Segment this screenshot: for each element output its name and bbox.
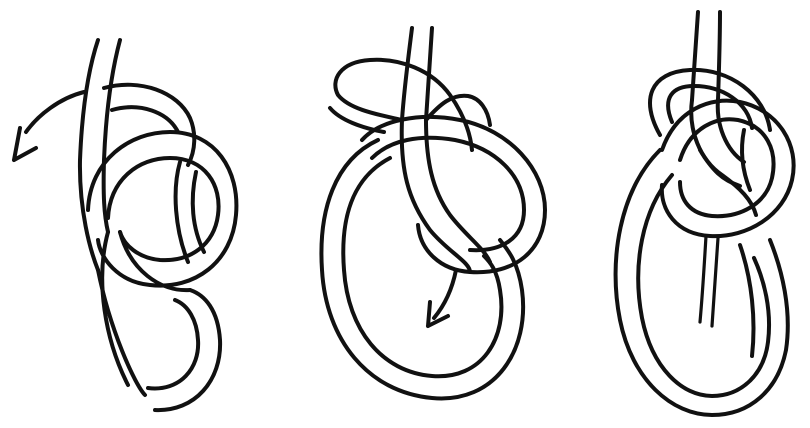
top-loop-rope [330,60,490,150]
arrow-down-left-icon [428,270,456,326]
knot-step-1 [14,40,236,410]
knot-body-rope [650,70,794,236]
knot-step-2 [321,28,545,398]
knot-step-3 [616,12,794,415]
crossing-loop-rope [88,132,236,290]
inner-loop-rope [362,117,545,272]
tail-ends-rope [700,236,718,326]
